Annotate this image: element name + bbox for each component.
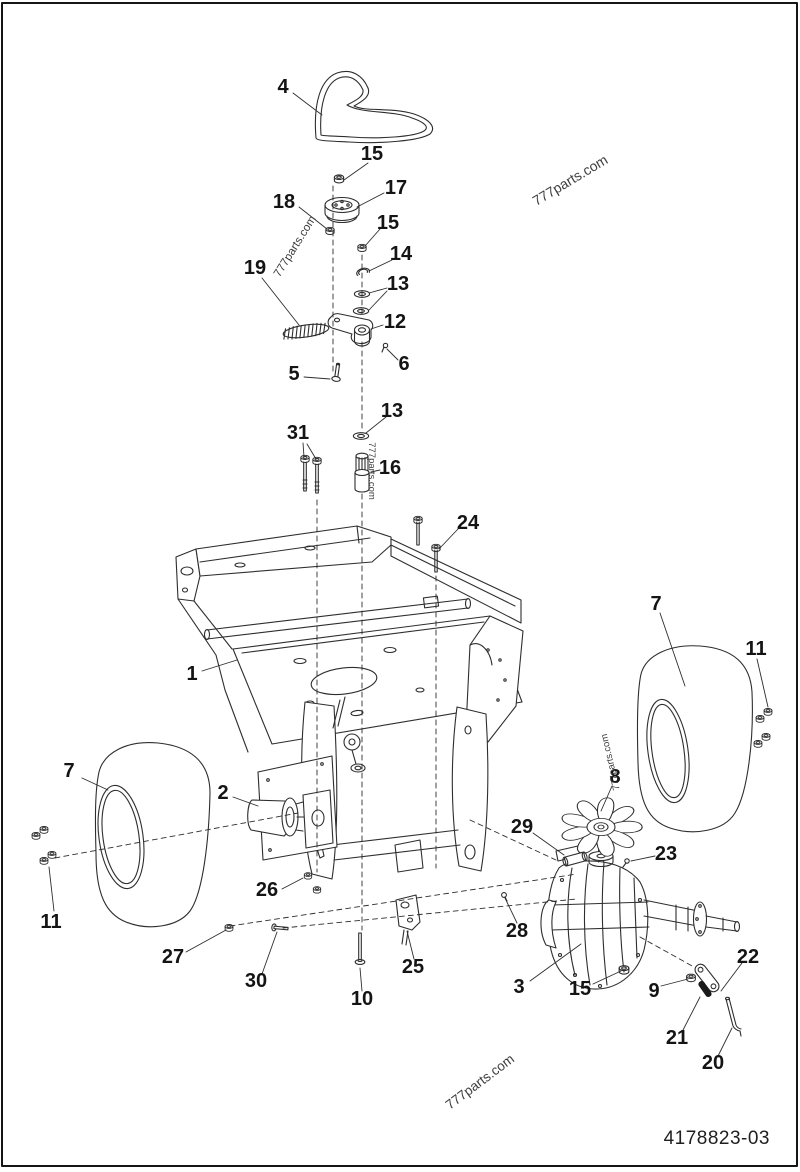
belt-drawing bbox=[314, 70, 434, 144]
bracket-25 bbox=[395, 894, 421, 946]
callout-9-9: 9 bbox=[648, 980, 660, 1002]
callout-5-4: 5 bbox=[288, 363, 300, 385]
callout-10-10: 10 bbox=[350, 988, 374, 1010]
callout-7-6: 7 bbox=[650, 593, 662, 615]
spacer-16 bbox=[354, 452, 370, 493]
callout-24-28: 24 bbox=[456, 512, 480, 534]
nut-15-mid bbox=[357, 243, 367, 253]
nut-9 bbox=[686, 973, 696, 983]
callout-15-19: 15 bbox=[568, 978, 592, 1000]
callout-29-33: 29 bbox=[510, 816, 534, 838]
callout-13-15: 13 bbox=[380, 400, 404, 422]
callout-20-24: 20 bbox=[701, 1052, 725, 1074]
nut-15-top bbox=[333, 174, 345, 184]
bolts-24 bbox=[413, 515, 441, 573]
wheel-motor-drawing bbox=[247, 789, 334, 849]
callout-6-5: 6 bbox=[398, 353, 410, 375]
callout-27-31: 27 bbox=[161, 946, 185, 968]
lug-nuts-right bbox=[753, 708, 773, 748]
screw-28 bbox=[501, 892, 508, 902]
clutch-stack-drawing bbox=[282, 174, 441, 965]
bolt-10 bbox=[354, 932, 366, 965]
callout-28-32: 28 bbox=[505, 920, 529, 942]
callout-12-13: 12 bbox=[383, 311, 407, 333]
screw-23 bbox=[622, 858, 630, 868]
clutch-pulley-drawing bbox=[324, 196, 360, 224]
callout-21-25: 21 bbox=[665, 1027, 689, 1049]
callout-leader-lines bbox=[48, 92, 769, 1057]
callout-8-8: 8 bbox=[609, 766, 621, 788]
callout-4-3: 4 bbox=[277, 76, 289, 98]
transaxle-drawing bbox=[540, 795, 742, 1037]
callout-31-35: 31 bbox=[286, 422, 310, 444]
spring-21 bbox=[698, 980, 712, 998]
right-wheel-drawing bbox=[636, 645, 753, 833]
spacer-29 bbox=[562, 851, 588, 867]
watermark-2: 777parts.com bbox=[365, 442, 377, 500]
alignment-dashed-lines bbox=[54, 185, 695, 968]
callout-14-16: 14 bbox=[389, 243, 413, 265]
callout-23-27: 23 bbox=[654, 843, 678, 865]
callout-25-29: 25 bbox=[401, 956, 425, 978]
callout-22-26: 22 bbox=[736, 946, 760, 968]
bolts-31 bbox=[300, 454, 322, 494]
callout-13-14: 13 bbox=[386, 273, 410, 295]
callout-3-2: 3 bbox=[513, 976, 525, 998]
bolt-30 bbox=[271, 923, 289, 932]
bolt-5 bbox=[331, 362, 341, 382]
callout-15-18: 15 bbox=[376, 212, 400, 234]
callout-1-0: 1 bbox=[186, 663, 198, 685]
washer-13c bbox=[352, 432, 370, 440]
lug-nuts-left bbox=[31, 826, 57, 865]
cooling-fan-drawing bbox=[559, 795, 646, 859]
screw-6 bbox=[381, 342, 389, 353]
left-wheel-drawing bbox=[94, 741, 211, 928]
callout-15-17: 15 bbox=[360, 143, 384, 165]
idler-arm-drawing bbox=[327, 313, 374, 347]
callout-19-23: 19 bbox=[243, 257, 267, 279]
callout-2-1: 2 bbox=[217, 782, 229, 804]
callout-7-7: 7 bbox=[63, 760, 75, 782]
washer-13b bbox=[352, 307, 370, 315]
callout-17-21: 17 bbox=[384, 177, 408, 199]
callout-11-11: 11 bbox=[745, 638, 767, 660]
part-number: 4178823-03 bbox=[663, 1128, 770, 1149]
rod-20 bbox=[724, 996, 742, 1037]
callout-16-20: 16 bbox=[378, 457, 402, 479]
callout-18-22: 18 bbox=[272, 191, 296, 213]
callout-26-30: 26 bbox=[255, 879, 279, 901]
clip-14 bbox=[356, 267, 371, 277]
callout-11-12: 11 bbox=[40, 911, 62, 933]
spring-19 bbox=[282, 322, 330, 340]
callout-30-34: 30 bbox=[244, 970, 268, 992]
